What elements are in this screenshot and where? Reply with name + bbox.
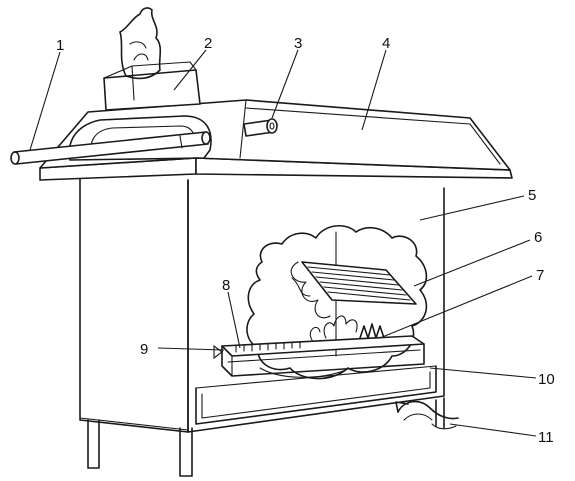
leader-11 xyxy=(449,423,537,437)
leader-4 xyxy=(361,49,387,131)
grill-grate xyxy=(301,261,417,305)
label-7: 7 xyxy=(536,267,544,284)
leader-2 xyxy=(173,49,207,91)
cabinet-body xyxy=(79,177,445,433)
label-8: 8 xyxy=(222,277,230,294)
label-11: 11 xyxy=(538,429,554,446)
label-6: 6 xyxy=(534,229,542,246)
air-inlet-arrow xyxy=(395,400,459,430)
label-2: 2 xyxy=(204,35,212,52)
leader-7 xyxy=(379,275,533,339)
burner-rack xyxy=(221,335,425,378)
label-4: 4 xyxy=(382,35,390,52)
label-1: 1 xyxy=(56,37,64,54)
knob xyxy=(243,118,278,137)
leader-9 xyxy=(157,347,225,351)
leader-9-arrowhead xyxy=(213,344,223,360)
smoke-and-flame xyxy=(290,261,385,341)
leader-lines xyxy=(29,49,537,437)
top-lid xyxy=(39,99,513,181)
leader-3 xyxy=(271,49,299,119)
leader-6 xyxy=(413,239,531,287)
leader-5 xyxy=(419,195,525,221)
chimney xyxy=(103,7,201,111)
leader-10 xyxy=(429,367,537,379)
label-3: 3 xyxy=(294,35,302,52)
leader-1 xyxy=(29,51,61,151)
label-5: 5 xyxy=(528,187,536,204)
side-handle xyxy=(10,131,211,165)
label-10: 10 xyxy=(538,371,555,388)
label-9: 9 xyxy=(140,341,148,358)
leader-8 xyxy=(227,291,241,349)
part-labels: 1 2 3 4 5 6 7 8 9 10 11 xyxy=(56,35,555,446)
